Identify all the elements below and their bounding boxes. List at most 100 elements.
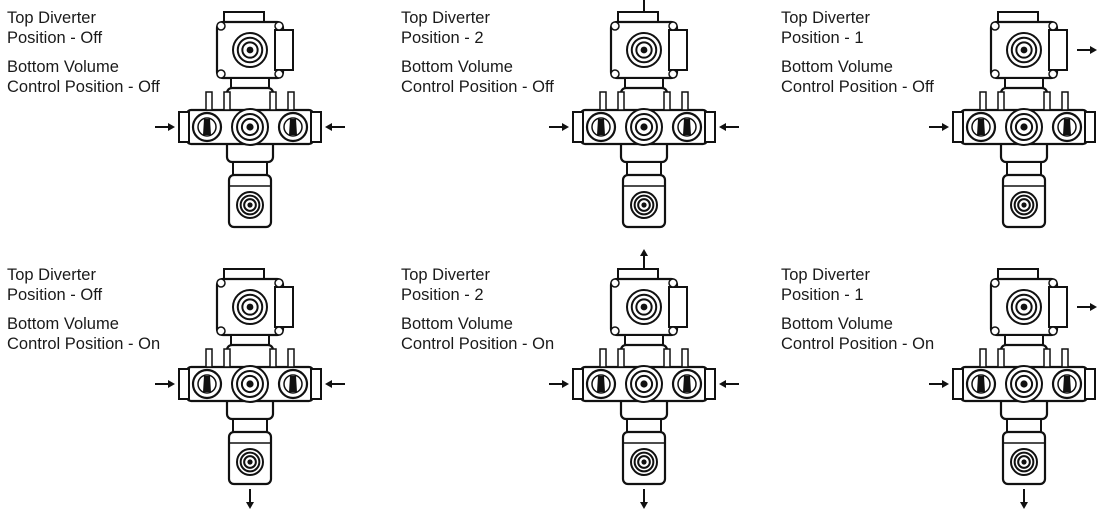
down-arrow-icon [246, 489, 254, 509]
top-diverter-knob [626, 289, 662, 325]
top-diverter-knob [232, 289, 268, 325]
valve-svg [155, 11, 345, 229]
left-inlet-port [178, 368, 190, 400]
right-check-valve [671, 111, 703, 143]
left-inlet-port [572, 111, 584, 143]
check-stem [663, 91, 671, 111]
check-stem [617, 348, 625, 368]
valve-svg [549, 0, 739, 229]
down-arrow-icon [640, 489, 648, 509]
check-stem [205, 348, 213, 368]
bottom-outlet-knob [236, 191, 264, 219]
screw [610, 326, 620, 336]
screw [1048, 278, 1058, 288]
valve-svg [549, 249, 739, 509]
check-stem [1043, 348, 1051, 368]
left-inlet-port [572, 368, 584, 400]
screw [274, 278, 284, 288]
check-stem [979, 348, 987, 368]
right-arrow-icon [155, 123, 175, 131]
left-inlet-port [952, 368, 964, 400]
valve-body [549, 0, 739, 229]
screw [668, 278, 678, 288]
left-check-valve [191, 111, 223, 143]
diverter-side-port [274, 286, 294, 328]
panel-labels: Top Diverter Position - 1 Bottom Volume … [781, 265, 956, 354]
screw [990, 326, 1000, 336]
left-arrow-icon [325, 123, 345, 131]
left-check-valve [965, 111, 997, 143]
up-arrow-icon [640, 249, 648, 269]
volume-control-knob [231, 365, 269, 403]
right-arrow-icon [549, 123, 569, 131]
valve-svg [929, 268, 1097, 509]
screw [668, 21, 678, 31]
volume-position-label: Bottom Volume Control Position - On [7, 315, 161, 353]
volume-position-label: Bottom Volume Control Position - Off [781, 58, 934, 96]
screw [1048, 326, 1058, 336]
up-arrow-icon [643, 0, 645, 12]
screw [990, 21, 1000, 31]
check-stem [205, 91, 213, 111]
check-stem [287, 91, 295, 111]
screw [274, 21, 284, 31]
panel-diverter-off-volume-on: Top Diverter Position - Off Bottom Volum… [7, 257, 367, 512]
diverter-position-label: Top Diverter Position - Off [7, 266, 103, 304]
right-inlet-port [704, 368, 716, 400]
check-stem [681, 348, 689, 368]
diverter-side-port [668, 286, 688, 328]
right-check-valve [671, 368, 703, 400]
panel-diverter-2-volume-off: Top Diverter Position - 2 Bottom Volume … [401, 0, 761, 255]
screw [274, 326, 284, 336]
valve-body [155, 11, 345, 229]
screw [990, 278, 1000, 288]
top-diverter-knob [626, 32, 662, 68]
panel-diverter-1-volume-on: Top Diverter Position - 1 Bottom Volume … [781, 257, 1099, 512]
check-stem [269, 348, 277, 368]
left-arrow-icon [325, 380, 345, 388]
check-stem [979, 91, 987, 111]
volume-control-knob [1005, 108, 1043, 146]
valve-svg [929, 11, 1097, 229]
bottom-outlet-knob [630, 448, 658, 476]
valve-svg [155, 268, 345, 509]
screw [274, 69, 284, 79]
volume-position-label: Bottom Volume Control Position - On [401, 315, 555, 353]
panel-diverter-1-volume-off: Top Diverter Position - 1 Bottom Volume … [781, 0, 1099, 255]
screw [610, 278, 620, 288]
volume-position-label: Bottom Volume Control Position - On [781, 315, 935, 353]
left-check-valve [965, 368, 997, 400]
panel-labels: Top Diverter Position - Off Bottom Volum… [7, 265, 182, 354]
screw [1048, 69, 1058, 79]
volume-control-knob [231, 108, 269, 146]
panel-labels: Top Diverter Position - 2 Bottom Volume … [401, 8, 576, 97]
left-arrow-icon [719, 123, 739, 131]
diverter-position-label: Top Diverter Position - 1 [781, 9, 870, 47]
valve-body [929, 268, 1097, 509]
check-stem [663, 348, 671, 368]
diverter-side-port [274, 29, 294, 71]
check-stem [287, 348, 295, 368]
check-stem [599, 348, 607, 368]
valve-body [929, 11, 1097, 229]
right-inlet-port [1084, 111, 1096, 143]
check-stem [997, 348, 1005, 368]
bottom-outlet-knob [630, 191, 658, 219]
bottom-outlet-knob [1010, 448, 1038, 476]
top-diverter-knob [232, 32, 268, 68]
check-stem [599, 91, 607, 111]
right-inlet-port [1084, 368, 1096, 400]
right-arrow-icon [1077, 303, 1097, 311]
right-arrow-icon [929, 380, 949, 388]
volume-position-label: Bottom Volume Control Position - Off [401, 58, 554, 96]
screw [216, 326, 226, 336]
right-arrow-icon [549, 380, 569, 388]
diverter-position-label: Top Diverter Position - 2 [401, 266, 490, 304]
valve-body [155, 268, 345, 509]
left-check-valve [191, 368, 223, 400]
left-arrow-icon [719, 380, 739, 388]
screw [216, 21, 226, 31]
left-check-valve [585, 111, 617, 143]
panel-labels: Top Diverter Position - 2 Bottom Volume … [401, 265, 576, 354]
screw [216, 278, 226, 288]
